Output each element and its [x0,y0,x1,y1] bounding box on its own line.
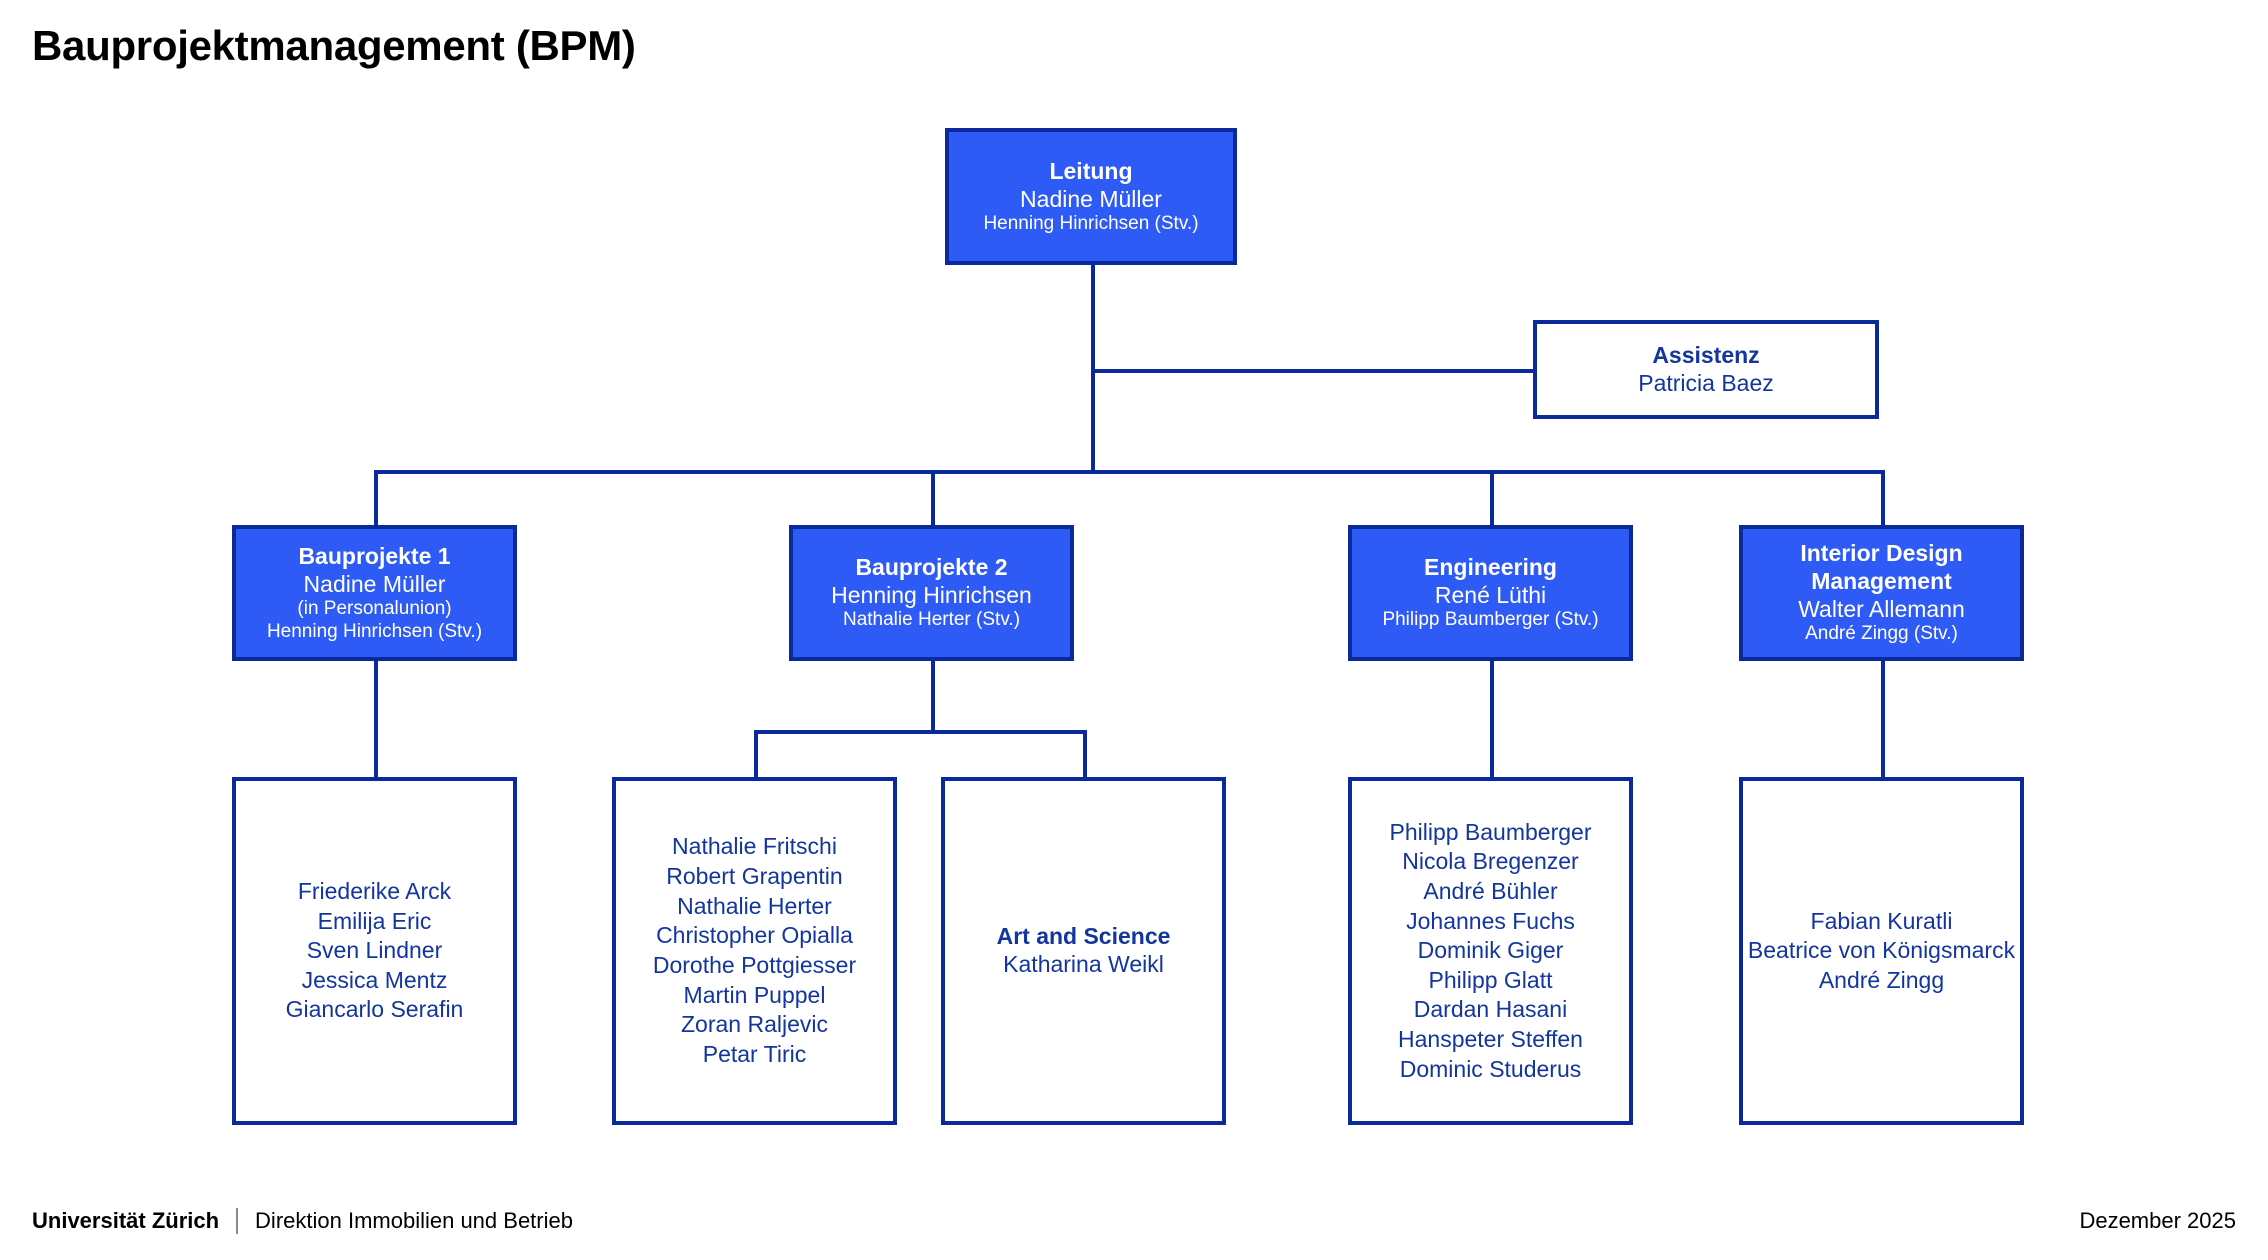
staff-list-engineering: Philipp Baumberger Nicola Bregenzer Andr… [1348,777,1633,1125]
staff-name: Nathalie Fritschi [672,833,837,860]
staff-list-bauprojekte-1: Friederike Arck Emilija Eric Sven Lindne… [232,777,517,1125]
staff-name: Emilija Eric [317,907,432,934]
node-assistenz-title: Assistenz [1652,341,1760,368]
node-assistenz[interactable]: Assistenz Patricia Baez [1533,320,1879,419]
node-interior-design-title-line1: Interior Design [1800,540,1963,567]
connector-bus-to-bauprojekte2 [931,470,935,526]
node-art-and-science-title: Art and Science [996,923,1171,950]
node-bauprojekte-2-deputy: Nathalie Herter (Stv.) [842,609,1021,631]
connector-bauprojekte2-to-staff [754,730,758,778]
staff-name: Zoran Raljevic [681,1011,828,1038]
staff-name: Dardan Hasani [1413,996,1568,1023]
staff-name: Hanspeter Steffen [1398,1026,1583,1053]
staff-list-bauprojekte-2: Nathalie Fritschi Robert Grapentin Natha… [612,777,897,1125]
connector-bauprojekte2-stem [931,660,935,732]
connector-bus-to-interior-design [1881,470,1885,526]
node-interior-design-title-line2: Management [1811,568,1952,595]
staff-name: Beatrice von Königsmarck [1747,937,2016,964]
node-leitung-title: Leitung [1049,157,1133,184]
node-art-and-science[interactable]: Art and Science Katharina Weikl [941,777,1226,1125]
node-engineering-title: Engineering [1424,554,1557,581]
connector-engineering-to-staff [1490,660,1494,778]
footer-university: Universität Zürich [32,1208,220,1233]
staff-name: Nicola Bregenzer [1402,848,1579,875]
connector-leitung-to-assistenz [1091,369,1536,373]
node-engineering-lead: René Lüthi [1434,582,1547,609]
staff-name: Petar Tiric [702,1040,807,1067]
staff-name: Sven Lindner [306,937,443,964]
staff-name: Friederike Arck [297,877,452,904]
staff-name: Giancarlo Serafin [285,996,464,1023]
node-bauprojekte-1-lead: Nadine Müller [303,571,446,598]
staff-name: Jessica Mentz [301,966,448,993]
page-title: Bauprojektmanagement (BPM) [32,22,636,69]
staff-name: Nathalie Herter [677,892,832,919]
connector-bus-to-engineering [1490,470,1494,526]
node-interior-design-management[interactable]: Interior Design Management Walter Allema… [1739,525,2024,661]
node-bauprojekte-2-lead: Henning Hinrichsen [831,582,1032,609]
connector-department-bus [374,470,1885,474]
staff-name: Dominic Studerus [1399,1055,1582,1082]
staff-name: Martin Puppel [683,981,826,1008]
footer-date: Dezember 2025 [2079,1208,2236,1233]
node-bauprojekte-1-note: (in Personalunion) [297,598,452,620]
node-bauprojekte-1-deputy: Henning Hinrichsen (Stv.) [266,620,483,642]
staff-name: André Bühler [1423,877,1558,904]
staff-name: Christopher Opialla [656,922,853,949]
staff-name: Johannes Fuchs [1406,907,1575,934]
node-bauprojekte-2[interactable]: Bauprojekte 2 Henning Hinrichsen Nathali… [789,525,1074,661]
node-leitung-lead: Nadine Müller [1020,185,1162,212]
connector-bauprojekte1-to-staff [374,660,378,778]
node-leitung-deputy: Henning Hinrichsen (Stv.) [983,212,1199,234]
staff-name: Philipp Baumberger [1389,818,1592,845]
node-engineering[interactable]: Engineering René Lüthi Philipp Baumberge… [1348,525,1633,661]
staff-name: Fabian Kuratli [1810,907,1953,934]
footer-left: Universität Zürich Direktion Immobilien … [32,1208,573,1234]
node-bauprojekte-1-title: Bauprojekte 1 [298,542,451,569]
connector-bauprojekte2-split-bus [754,730,1087,734]
staff-list-interior-design-management: Fabian Kuratli Beatrice von Königsmarck … [1739,777,2024,1125]
footer-divider [236,1208,239,1234]
connector-bauprojekte2-to-art-and-science [1083,730,1087,778]
connector-leitung-trunk [1091,265,1095,472]
node-interior-design-deputy: André Zingg (Stv.) [1805,623,1958,645]
footer-department: Direktion Immobilien und Betrieb [255,1208,573,1233]
node-assistenz-lead: Patricia Baez [1638,370,1774,396]
node-interior-design-lead: Walter Allemann [1798,596,1965,623]
staff-name: Robert Grapentin [666,863,843,890]
staff-name: Dominik Giger [1417,937,1564,964]
connector-interior-design-to-staff [1881,660,1885,778]
staff-name: Philipp Glatt [1428,966,1553,993]
node-leitung[interactable]: Leitung Nadine Müller Henning Hinrichsen… [945,128,1237,265]
staff-name: Dorothe Pottgiesser [652,952,857,978]
node-bauprojekte-2-title: Bauprojekte 2 [855,554,1008,581]
node-engineering-deputy: Philipp Baumberger (Stv.) [1382,609,1599,631]
staff-name: André Zingg [1818,966,1945,993]
node-bauprojekte-1[interactable]: Bauprojekte 1 Nadine Müller (in Personal… [232,525,517,661]
node-art-and-science-lead: Katharina Weikl [1003,951,1164,978]
connector-bus-to-bauprojekte1 [374,470,378,526]
